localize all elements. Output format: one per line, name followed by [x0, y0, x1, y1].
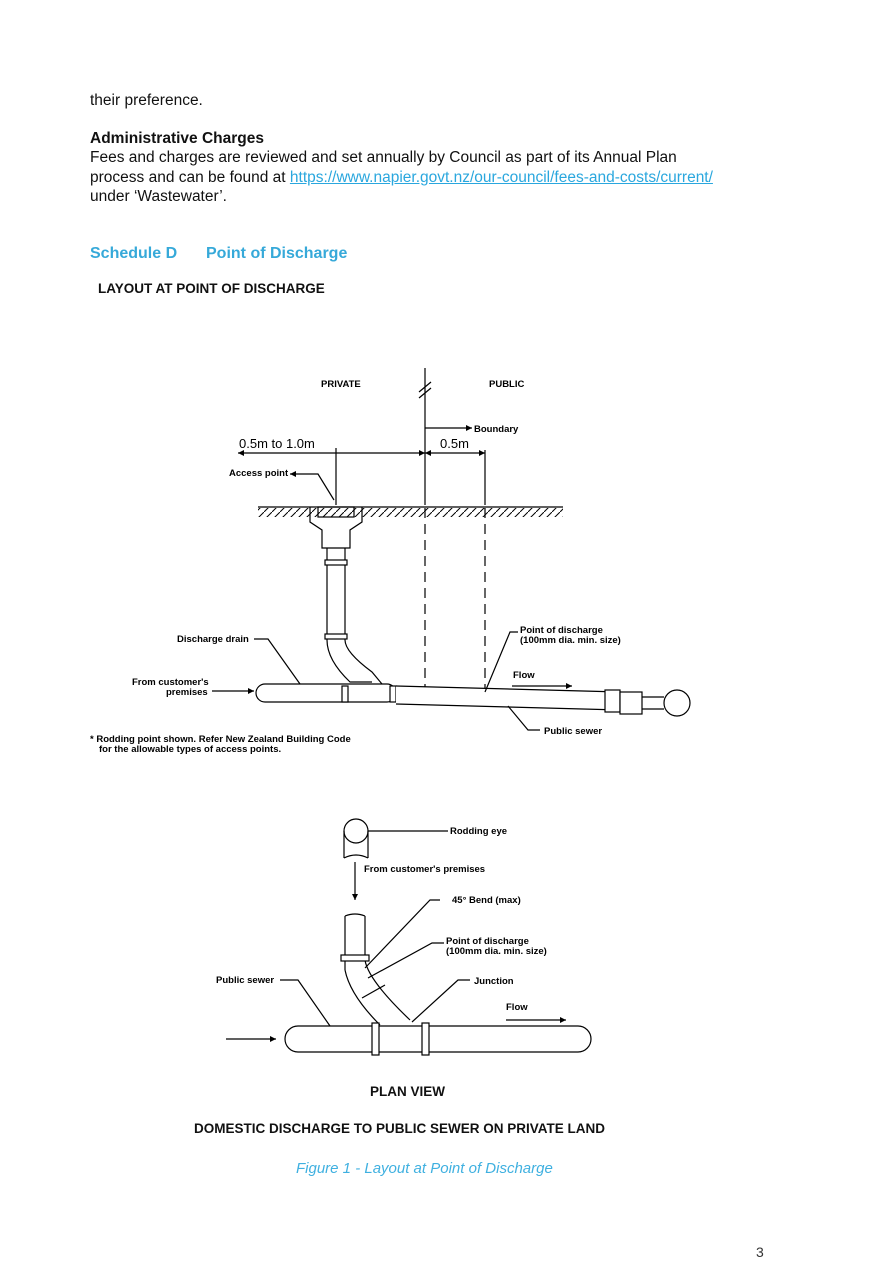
note-line-2: for the allowable types of access points…	[99, 744, 281, 755]
layout-title: LAYOUT AT POINT OF DISCHARGE	[98, 281, 325, 296]
label-access-point: Access point	[229, 468, 289, 479]
label-plan-from-customers: From customer's premises	[364, 864, 485, 875]
label-discharge-drain: Discharge drain	[177, 634, 249, 645]
schedule-title: Point of Discharge	[206, 245, 348, 262]
plan-sewer-pipe	[284, 1025, 592, 1053]
plan-view-title: PLAN VIEW	[370, 1084, 446, 1099]
label-rodding-eye: Rodding eye	[450, 826, 507, 837]
label-pod-2: (100mm dia. min. size)	[520, 635, 621, 646]
label-flow: Flow	[513, 670, 535, 681]
label-plan-public-sewer: Public sewer	[216, 975, 274, 986]
label-plan-pod-1: Point of discharge	[446, 936, 529, 947]
figure-caption: Figure 1 - Layout at Point of Discharge	[296, 1160, 553, 1177]
label-from-customers-1: From customer's	[132, 677, 209, 688]
schedule-label: Schedule D	[90, 245, 178, 262]
admin-charges-line-2-prefix: process and can be found at	[90, 169, 290, 186]
admin-charges-heading: Administrative Charges	[90, 130, 264, 147]
label-bend: 45° Bend (max)	[452, 895, 521, 906]
note-line-1: * Rodding point shown. Refer New Zealand…	[90, 734, 351, 745]
label-plan-flow: Flow	[506, 1002, 528, 1013]
label-dim-right: 0.5m	[440, 436, 469, 451]
label-from-customers-2: premises	[166, 687, 208, 698]
rodding-eye-circle	[343, 818, 369, 844]
access-chamber	[309, 507, 363, 549]
body-text-top: their preference.	[90, 92, 203, 109]
label-private: PRIVATE	[321, 379, 361, 390]
label-boundary: Boundary	[474, 424, 519, 435]
label-public-sewer: Public sewer	[544, 726, 602, 737]
admin-charges-line-1: Fees and charges are reviewed and set an…	[90, 149, 677, 166]
fees-link[interactable]: https://www.napier.govt.nz/our-council/f…	[289, 169, 713, 186]
sewer-end-cap	[663, 689, 691, 717]
label-dim-left: 0.5m to 1.0m	[239, 436, 315, 451]
drawing-title: DOMESTIC DISCHARGE TO PUBLIC SEWER ON PR…	[194, 1121, 606, 1136]
label-pod-1: Point of discharge	[520, 625, 603, 636]
label-junction: Junction	[474, 976, 514, 987]
page-number: 3	[756, 1244, 764, 1260]
admin-charges-line-2: process and can be found at https://www.…	[90, 168, 713, 187]
admin-charges-line-3: under ‘Wastewater’.	[90, 188, 227, 205]
ground-hatch	[258, 508, 563, 517]
label-public: PUBLIC	[489, 379, 525, 390]
label-plan-pod-2: (100mm dia. min. size)	[446, 946, 547, 957]
